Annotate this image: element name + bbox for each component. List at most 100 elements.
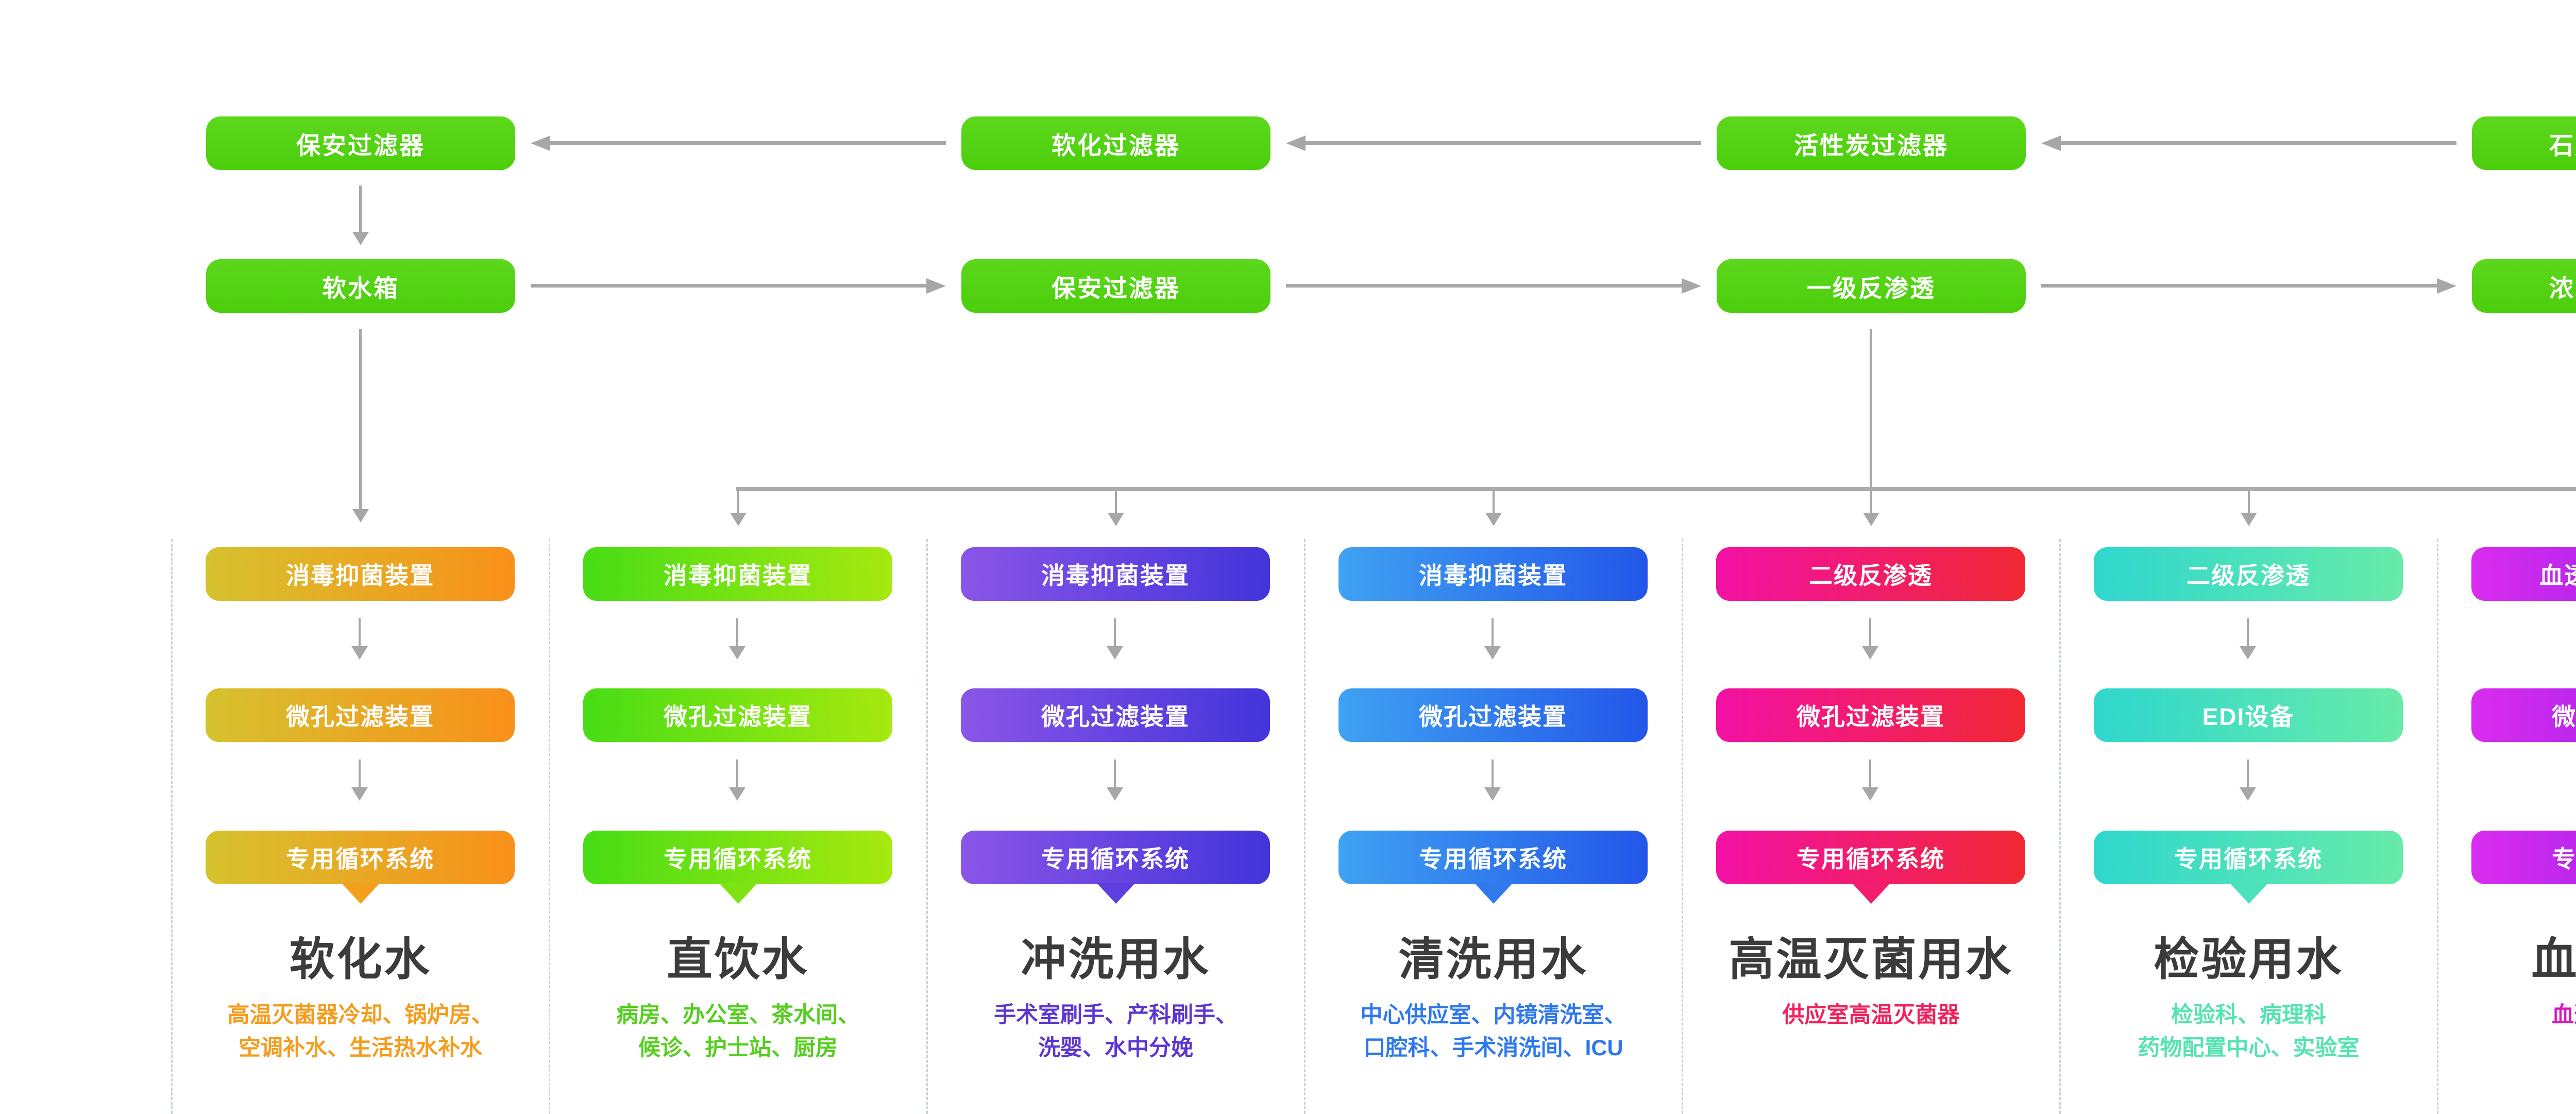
column-title: 冲洗用水 — [1021, 934, 1211, 985]
column-title: 检验用水 — [2154, 934, 2344, 985]
column-separator — [2437, 539, 2438, 1114]
step-arrow-line — [1114, 759, 1116, 788]
down-arrow-head-icon — [351, 646, 368, 660]
branch-drop-line — [1493, 491, 1495, 514]
node-soft-water-tank: 软水箱 — [206, 259, 515, 313]
column-description: 手术室刷手、产科刷手、 洗婴、水中分娩 — [927, 999, 1304, 1065]
step-box: 微孔过滤装置 — [1716, 688, 2025, 742]
node-security-filter-2: 保安过滤器 — [961, 259, 1270, 313]
column-description: 病房、办公室、茶水间、 候诊、护士站、厨房 — [549, 999, 927, 1065]
column-description: 检验科、病理科 药物配置中心、实验室 — [2060, 999, 2437, 1065]
down-arrow-head-icon — [1862, 787, 1878, 801]
column-description: 供应室高温灭菌器 — [1682, 999, 2060, 1032]
column-flushing-water: 消毒抑菌装置 微孔过滤装置 专用循环系统 冲洗用水 手术室刷手、产科刷手、 洗婴… — [927, 539, 1304, 1114]
column-title: 高温灭菌用水 — [1728, 934, 2013, 985]
flow-arrow-left-head-icon — [2041, 136, 2061, 151]
description-line: 病房、办公室、茶水间、 — [616, 1003, 860, 1027]
node-quartz-sand-filter: 石英砂过滤器 — [2472, 116, 2576, 170]
down-arrow-head-icon — [351, 787, 368, 801]
column-description: 血透中心、ICU — [2437, 999, 2576, 1032]
step-box-bubble: 专用循环系统 — [1716, 831, 2025, 884]
step-arrow-line — [736, 618, 738, 647]
column-separator — [171, 539, 173, 1114]
step-arrow-line — [1869, 618, 1871, 647]
node-concentrate-recovery-unit: 浓水回收装置 — [2472, 259, 2576, 313]
column-high-temp-sterilization-water: 二级反渗透 微孔过滤装置 专用循环系统 高温灭菌用水 供应室高温灭菌器 — [1682, 539, 2060, 1114]
down-arrow-head-icon — [352, 232, 369, 245]
column-cleaning-water: 消毒抑菌装置 微孔过滤装置 专用循环系统 清洗用水 中心供应室、内镜清洗室、 口… — [1304, 539, 1682, 1114]
down-arrow-head-icon — [1108, 513, 1124, 526]
drop-line-first-stage-ro — [1870, 329, 1872, 490]
down-arrow-head-icon — [730, 513, 747, 526]
step-box-bubble: 专用循环系统 — [206, 831, 515, 884]
step-box-bubble: 专用循环系统 — [2094, 831, 2403, 884]
description-line: 候诊、护士站、厨房 — [638, 1036, 838, 1060]
down-arrow-head-icon — [1485, 513, 1502, 526]
column-separator — [549, 539, 550, 1114]
flow-arrow-right-line — [1286, 284, 1685, 288]
bubble-tail-icon — [2230, 883, 2268, 904]
step-box: 血透水处理系统 — [2471, 547, 2576, 601]
column-separator — [2059, 539, 2061, 1114]
column-title: 清洗用水 — [1398, 934, 1588, 985]
flow-arrow-right-head-icon — [2437, 278, 2456, 294]
step-box-bubble: 专用循环系统 — [1338, 831, 1648, 884]
description-line: 检验科、病理科 — [2171, 1003, 2326, 1027]
step-arrow-line — [736, 759, 738, 788]
down-arrow-head-icon — [729, 646, 745, 660]
down-arrow-head-icon — [352, 509, 369, 522]
flow-arrow-left-head-icon — [1286, 136, 1306, 151]
step-box-bubble: 专用循环系统 — [961, 831, 1270, 884]
description-line: 中心供应室、内镜清洗室、 — [1360, 1003, 1626, 1027]
drop-line-soft-water-tank — [359, 329, 362, 510]
node-security-filter: 保安过滤器 — [206, 116, 515, 170]
flow-arrow-right-line — [2041, 284, 2440, 288]
flow-arrow-right-head-icon — [1682, 278, 1701, 294]
step-box: 微孔过滤装置 — [206, 688, 515, 742]
step-box: 二级反渗透 — [1716, 547, 2025, 601]
down-arrow-line — [359, 185, 362, 233]
bubble-tail-icon — [1852, 883, 1890, 904]
description-line: 洗婴、水中分娩 — [1038, 1036, 1193, 1060]
flow-arrow-left-line — [2058, 141, 2456, 145]
step-arrow-line — [1492, 618, 1494, 647]
column-title: 血透用水 — [2531, 934, 2576, 985]
column-title: 软化水 — [289, 934, 432, 985]
column-direct-drinking-water: 消毒抑菌装置 微孔过滤装置 专用循环系统 直饮水 病房、办公室、茶水间、 候诊、… — [549, 539, 927, 1114]
step-box: 微孔过滤装置 — [2471, 688, 2576, 742]
description-line: 手术室刷手、产科刷手、 — [994, 1003, 1238, 1027]
step-arrow-line — [359, 618, 361, 647]
column-separator — [926, 539, 928, 1114]
flow-arrow-left-line — [547, 141, 946, 145]
column-softened-water: 消毒抑菌装置 微孔过滤装置 专用循环系统 软化水 高温灭菌器冷却、锅炉房、 空调… — [172, 539, 549, 1114]
description-line: 口腔科、手术消洗间、ICU — [1363, 1036, 1623, 1060]
flow-arrow-left-line — [1302, 141, 1701, 145]
step-box: 消毒抑菌装置 — [583, 547, 892, 601]
step-box: 微孔过滤装置 — [1338, 688, 1648, 742]
bubble-tail-icon — [1475, 883, 1513, 904]
description-line: 高温灭菌器冷却、锅炉房、 — [227, 1003, 494, 1027]
down-arrow-head-icon — [729, 787, 745, 801]
branch-drop-line — [1115, 491, 1117, 514]
step-box: 消毒抑菌装置 — [961, 547, 1270, 601]
branch-drop-line — [2248, 491, 2250, 514]
step-box: 微孔过滤装置 — [583, 688, 892, 742]
description-line: 药物配置中心、实验室 — [2138, 1036, 2360, 1060]
step-arrow-line — [1114, 618, 1116, 647]
node-softening-filter: 软化过滤器 — [961, 116, 1270, 170]
bubble-tail-icon — [1097, 883, 1135, 904]
column-description: 中心供应室、内镜清洗室、 口腔科、手术消洗间、ICU — [1304, 999, 1682, 1065]
down-arrow-head-icon — [1107, 787, 1123, 801]
column-hemodialysis-water: 血透水处理系统 微孔过滤装置 专用循环系统 血透用水 血透中心、ICU — [2437, 539, 2576, 1114]
description-line: 血透中心、ICU — [2551, 1003, 2576, 1027]
node-activated-carbon-filter: 活性炭过滤器 — [1717, 116, 2026, 170]
step-arrow-line — [1492, 759, 1494, 788]
step-box-bubble: 专用循环系统 — [583, 831, 892, 884]
down-arrow-head-icon — [2240, 787, 2256, 801]
flow-arrow-right-line — [531, 284, 929, 288]
down-arrow-head-icon — [2240, 646, 2256, 660]
bubble-tail-icon — [342, 883, 380, 904]
step-arrow-line — [359, 759, 361, 788]
down-arrow-head-icon — [1484, 646, 1501, 660]
